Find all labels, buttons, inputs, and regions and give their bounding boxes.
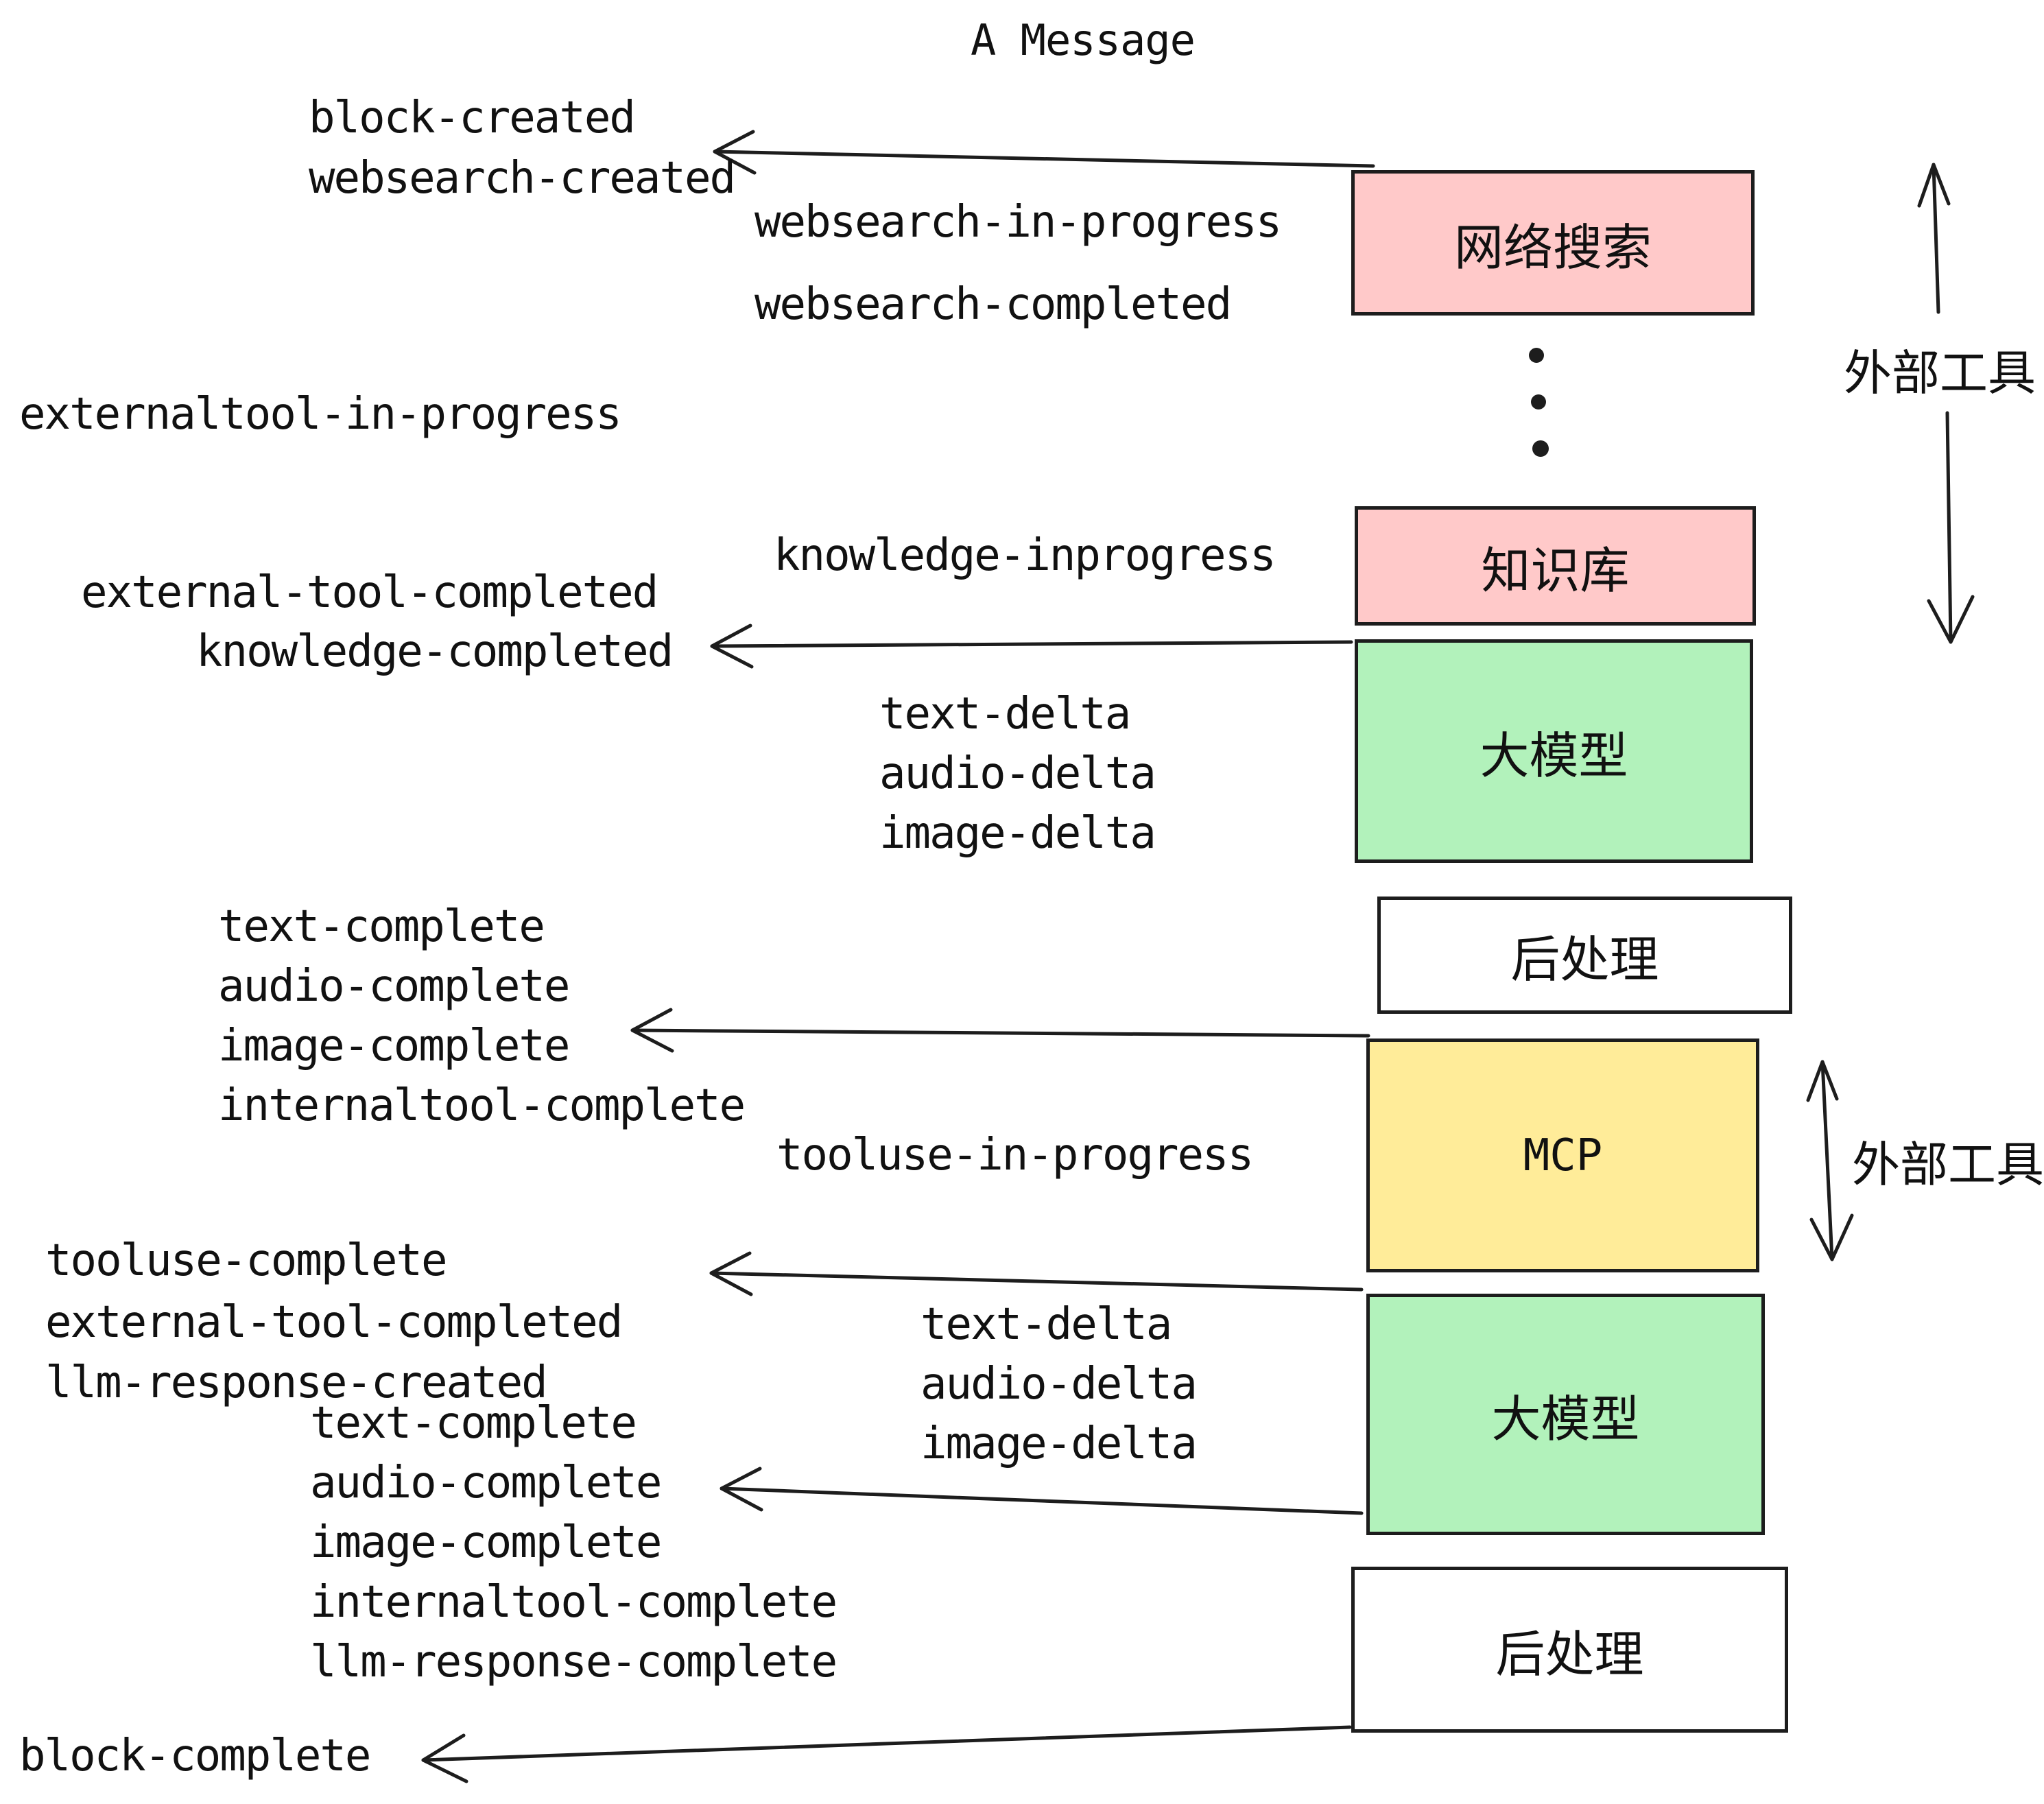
- external-tools-2-double-arrow: [1806, 1060, 1854, 1261]
- event-text-delta-1: text-delta: [879, 689, 1131, 739]
- event-internaltool-complete-2: internaltool-complete: [310, 1577, 837, 1628]
- post-process-node-2: 后处理: [1351, 1567, 1788, 1733]
- knowledge-base-node: 知识库: [1355, 506, 1756, 626]
- event-audio-delta-1: audio-delta: [879, 748, 1156, 799]
- event-audio-delta-2: audio-delta: [920, 1359, 1198, 1410]
- event-tooluse-complete: tooluse-complete: [45, 1235, 447, 1286]
- ellipsis-dots: [1529, 348, 1549, 457]
- event-external-tool-completed-2: external-tool-completed: [45, 1297, 623, 1348]
- event-knowledge-inprogress: knowledge-inprogress: [774, 530, 1276, 581]
- llm-node-1-label: 大模型: [1479, 726, 1628, 785]
- mcp-node-label: MCP: [1523, 1130, 1603, 1181]
- event-externaltool-in-progress: externaltool-in-progress: [19, 389, 622, 440]
- event-delta-group-1: text-delta audio-delta image-delta: [879, 685, 1156, 864]
- arrow-post2-to-block-complete: [421, 1725, 1352, 1783]
- event-llm-response-complete: llm-response-complete: [310, 1637, 837, 1687]
- event-llm-response-created: llm-response-created: [45, 1357, 548, 1408]
- event-image-complete-1: image-complete: [218, 1021, 570, 1071]
- event-audio-complete-2: audio-complete: [310, 1458, 662, 1508]
- event-image-delta-1: image-delta: [879, 808, 1156, 859]
- diagram-title: A Message: [971, 15, 1196, 65]
- event-delta-group-2: text-delta audio-delta image-delta: [920, 1295, 1198, 1474]
- event-websearch-completed: websearch-completed: [754, 279, 1232, 330]
- event-text-delta-2: text-delta: [920, 1299, 1172, 1350]
- mcp-node: MCP: [1366, 1039, 1759, 1272]
- post-process-node-1-label: 后处理: [1510, 931, 1659, 988]
- event-image-complete-2: image-complete: [310, 1517, 662, 1568]
- event-text-complete-2: text-complete: [310, 1398, 637, 1449]
- event-websearch-in-progress: websearch-in-progress: [754, 197, 1282, 248]
- event-knowledge-completed: knowledge-completed: [196, 626, 674, 677]
- event-websearch-created: websearch-created: [309, 153, 736, 204]
- event-tooluse-in-progress: tooluse-in-progress: [776, 1130, 1254, 1180]
- external-tools-1-up-arrow: [1917, 163, 1951, 314]
- external-tools-label-2: 外部工具: [1852, 1137, 2044, 1193]
- llm-node-2-label: 大模型: [1491, 1390, 1640, 1448]
- external-tools-1-down-arrow: [1927, 411, 1975, 644]
- arrow-mcp-to-tooluse-complete: [709, 1251, 1364, 1296]
- post-process-node-2-label: 后处理: [1495, 1625, 1644, 1683]
- knowledge-base-node-label: 知识库: [1481, 541, 1630, 600]
- event-block-complete: block-complete: [19, 1731, 371, 1781]
- event-internaltool-complete-1: internaltool-complete: [218, 1080, 746, 1131]
- llm-node-2: 大模型: [1366, 1294, 1765, 1535]
- llm-node-1: 大模型: [1355, 639, 1753, 863]
- websearch-node: 网络搜索: [1351, 170, 1755, 316]
- event-image-delta-2: image-delta: [920, 1419, 1198, 1469]
- websearch-node-label: 网络搜索: [1453, 218, 1652, 276]
- event-complete-group-1: text-complete audio-complete image-compl…: [218, 897, 746, 1136]
- arrow-llm2-to-audio-complete: [720, 1467, 1364, 1515]
- event-complete-group-2: text-complete audio-complete image-compl…: [310, 1394, 837, 1692]
- event-audio-complete-1: audio-complete: [218, 961, 570, 1012]
- event-block-created: block-created: [309, 93, 636, 143]
- event-external-tool-completed: external-tool-completed: [81, 567, 658, 618]
- arrow-websearch-to-block-created: [713, 130, 1375, 175]
- post-process-node-1: 后处理: [1377, 897, 1792, 1014]
- external-tools-label-1: 外部工具: [1844, 345, 2036, 401]
- arrow-post1-to-image-complete: [630, 1008, 1370, 1053]
- arrow-knowledge-to-knowledge-completed: [710, 624, 1353, 669]
- event-text-complete-1: text-complete: [218, 901, 545, 952]
